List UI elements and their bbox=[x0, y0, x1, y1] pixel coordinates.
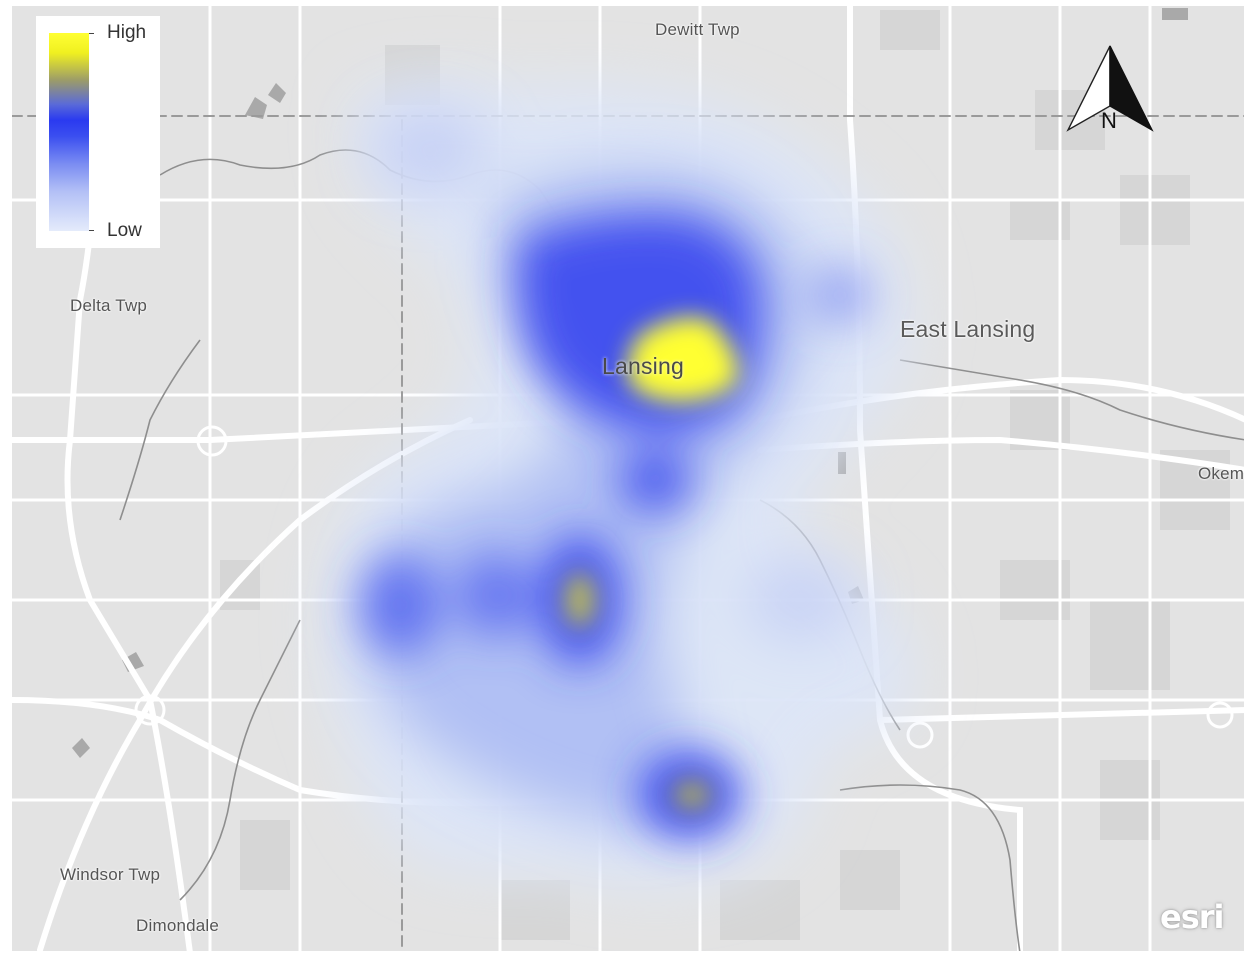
legend: High Low bbox=[36, 16, 160, 248]
legend-tick-high bbox=[89, 33, 94, 34]
place-label-okemos: Okem bbox=[1198, 464, 1245, 483]
place-label-delta: Delta Twp bbox=[70, 296, 148, 315]
place-label-dimondale: Dimondale bbox=[136, 916, 220, 935]
high-density-zone bbox=[564, 317, 739, 811]
place-label-lansing: Lansing bbox=[602, 353, 684, 379]
north-arrow-label: N bbox=[1101, 108, 1117, 133]
legend-color-ramp bbox=[49, 33, 89, 231]
place-label-windsor: Windsor Twp bbox=[60, 865, 161, 884]
legend-high-label: High bbox=[107, 22, 147, 43]
place-label-east-lansing: East Lansing bbox=[900, 316, 1036, 342]
north-arrow-icon: N bbox=[1066, 45, 1154, 133]
legend-low-label: Low bbox=[107, 220, 142, 241]
legend-tick-low bbox=[89, 230, 94, 231]
place-label-dewitt: Dewitt Twp bbox=[655, 20, 740, 39]
esri-logo[interactable]: esri bbox=[1160, 898, 1224, 936]
